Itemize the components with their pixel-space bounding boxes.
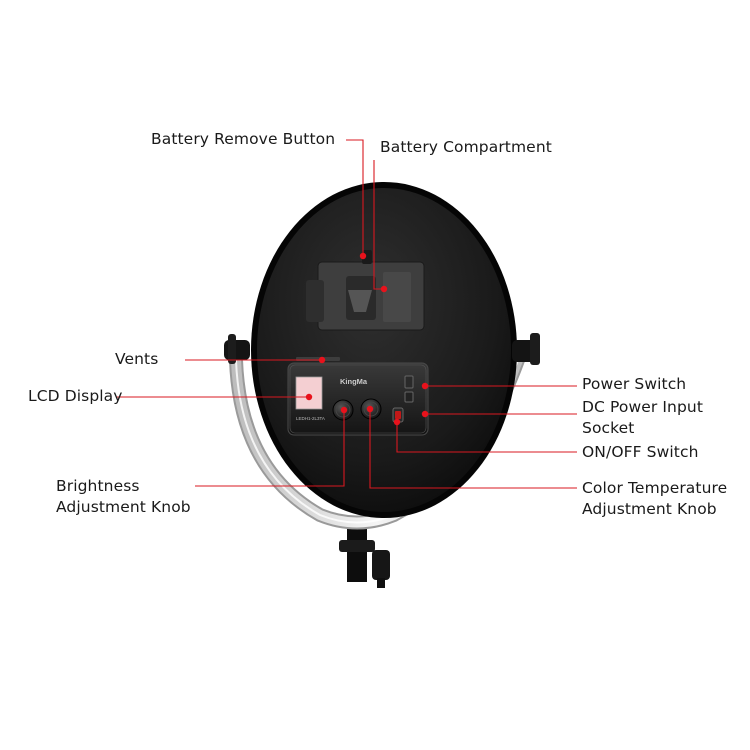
leader-battery-compartment [373, 160, 384, 290]
battery-plate [306, 250, 425, 331]
label-vents: Vents [115, 350, 159, 368]
label-power-switch: Power Switch [582, 375, 687, 393]
panel-body [251, 182, 517, 518]
left-tilt-knob [224, 334, 250, 364]
label-dc-power-input-socket-line1: DC Power Input [582, 398, 704, 416]
right-tilt-knob [512, 333, 540, 365]
label-color-temp-line2: Adjustment Knob [582, 500, 717, 518]
label-lcd-display: LCD Display [28, 387, 123, 405]
label-battery-remove-button: Battery Remove Button [151, 130, 336, 148]
model-label: LEDH1-2L3TA [296, 416, 325, 421]
leader-on-off [396, 422, 577, 453]
label-color-temp-line1: Color Temperature [582, 479, 728, 497]
brand-logo: KingMa [340, 377, 368, 386]
leader-brightness [195, 410, 345, 487]
label-battery-compartment: Battery Compartment [380, 138, 552, 156]
label-dc-power-input-socket: DC Power Input Socket [582, 397, 703, 439]
leader-dots [305, 252, 429, 426]
leader-lines [117, 139, 577, 489]
label-dc-power-input-socket-line2: Socket [582, 419, 635, 437]
label-brightness-line2: Adjustment Knob [56, 498, 191, 516]
leader-color-temp [369, 409, 577, 489]
label-on-off-switch: ON/OFF Switch [582, 443, 699, 461]
label-color-temperature-adjustment-knob: Color Temperature Adjustment Knob [582, 478, 727, 520]
light-stand [339, 520, 390, 588]
lcd-screen [295, 376, 323, 410]
label-brightness-adjustment-knob: Brightness Adjustment Knob [56, 476, 191, 518]
leader-battery-remove [346, 139, 364, 256]
label-brightness-line1: Brightness [56, 477, 140, 495]
power-switch[interactable] [404, 375, 414, 389]
dc-power-input-socket[interactable] [404, 391, 414, 403]
